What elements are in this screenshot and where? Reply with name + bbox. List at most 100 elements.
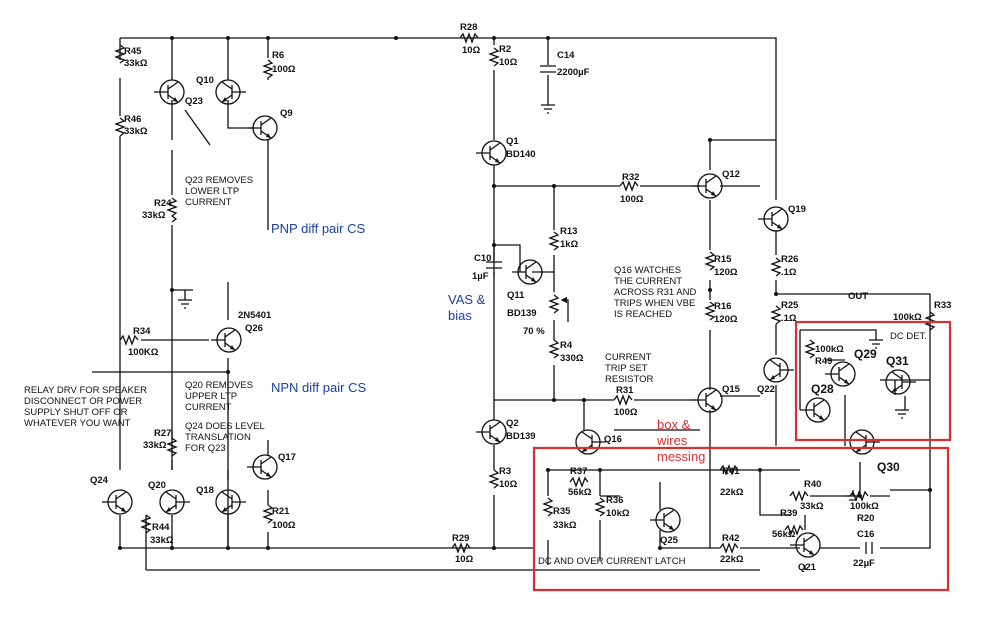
note-q23-line3: CURRENT [185,197,232,208]
r36-value: 10kΩ [606,508,630,519]
r26-value: .1Ω [781,267,797,278]
r26-label: R26 [781,254,798,265]
r42-value: 22kΩ [720,554,744,565]
r25-value: .1Ω [781,313,797,324]
capacitor-symbols [178,65,909,554]
q21-transistor-symbol [790,532,821,558]
note-trip-line2: TRIP SET [605,363,648,374]
r21-value: 100Ω [272,520,296,531]
q24-transistor-symbol [102,489,133,515]
junction-dots [118,36,932,550]
q20-label: Q20 [148,480,166,491]
c16-value: 22µF [853,558,875,569]
r46-value: 33kΩ [124,126,148,137]
transistor-labels: Q23 Q10 Q9 2N5401 Q26 Q17 Q18 Q20 Q24 Q1… [90,75,909,573]
q2-transistor-symbol [476,419,507,445]
r4-value: 330Ω [560,353,584,364]
dc-detector-highlight-box [794,320,952,442]
r45-label: R45 [124,46,142,57]
q9-label: Q9 [280,108,293,119]
annotation-pnp-cs: PNP diff pair CS [271,221,366,236]
r20-value: 100kΩ [850,501,879,512]
q11-part: BD139 [507,308,537,319]
q11-transistor-symbol [512,259,543,285]
q22-transistor-symbol [763,357,794,383]
r33-value: 100kΩ [893,312,922,323]
r41-value: 22kΩ [720,487,744,498]
r6-value: 100Ω [272,64,296,75]
q17-transistor-symbol [247,454,278,480]
q2-part: BD139 [506,431,536,442]
r3-label: R3 [499,466,511,477]
q20-transistor-symbol [159,489,190,515]
note-trip-line1: CURRENT [605,352,652,363]
c14-label: C14 [557,50,575,61]
r49-label: R49 [815,356,832,367]
note-q16-line1: Q16 WATCHES [614,265,681,276]
r29-value: 10Ω [455,554,474,565]
note-q20-line1: Q20 REMOVES [185,380,253,391]
r16-label: R16 [714,301,731,312]
r16-value: 120Ω [714,314,738,325]
r21-label: R21 [272,506,290,517]
out-label: OUT [848,291,868,302]
annotation-vas-line1: VAS & [448,292,486,307]
note-q16-line2: THE CURRENT [614,276,682,287]
q9-transistor-symbol [247,115,278,141]
r27-label: R27 [154,428,171,439]
r28-label: R28 [460,22,477,33]
c16-label: C16 [857,529,874,540]
q18-label: Q18 [196,485,214,496]
q26-part: 2N5401 [238,310,272,321]
note-q24-line3: FOR Q23 [185,443,226,454]
q17-label: Q17 [278,452,296,463]
q31-label: Q31 [886,354,909,368]
note-q16-line3: ACROSS R31 AND [614,287,696,298]
latch-highlight-box [532,446,950,592]
note-q16-line5: IS REACHED [614,309,672,320]
r32-label: R32 [622,172,639,183]
r2-value: 10Ω [499,57,518,68]
q24-label: Q24 [90,475,109,486]
annotation-box-line2: wires [656,433,688,448]
r3-value: 10Ω [499,479,518,490]
r35-value: 33kΩ [553,520,577,531]
r41-label: R41 [722,466,740,477]
r34-label: R34 [133,326,151,337]
q1-part: BD140 [506,149,536,160]
r32-value: 100Ω [620,194,644,205]
r40-value: 33kΩ [800,501,824,512]
r20-label: R20 [857,513,874,524]
r25-label: R25 [781,300,799,311]
q31-transistor-symbol [885,369,916,395]
q23-label: Q23 [185,96,203,107]
note-dc-det: DC DET. [890,331,927,342]
c10-label: C10 [474,253,491,264]
note-q20-line2: UPPER LTP [185,391,237,402]
q11-label: Q11 [507,290,525,301]
q1-label: Q1 [506,136,519,147]
r31-value: 100Ω [614,407,638,418]
r24-label: R24 [154,198,172,209]
note-q23-line1: Q23 REMOVES [185,175,253,186]
r44-value: 33kΩ [150,535,174,546]
transistor-symbols [102,79,916,558]
q29-label: Q29 [854,347,877,361]
q19-transistor-symbol [758,206,789,232]
note-q23-line2: LOWER LTP [185,186,239,197]
note-q20-line3: CURRENT [185,402,232,413]
annotation-vas-line2: bias [448,308,472,323]
r15-value: 120Ω [714,267,738,278]
q19-label: Q19 [788,204,806,215]
q10-label: Q10 [196,75,214,86]
q25-transistor-symbol [650,507,681,533]
q10-transistor-symbol [215,79,246,105]
q25-label: Q25 [660,535,679,546]
q23-transistor-symbol [154,79,185,105]
q22-label: Q22 [757,384,775,395]
q12-label: Q12 [722,169,740,180]
r39-label: R39 [780,508,797,519]
r2-label: R2 [499,44,511,55]
q29-transistor-symbol [825,361,856,387]
note-latch: DC AND OVER CURRENT LATCH [538,556,686,567]
